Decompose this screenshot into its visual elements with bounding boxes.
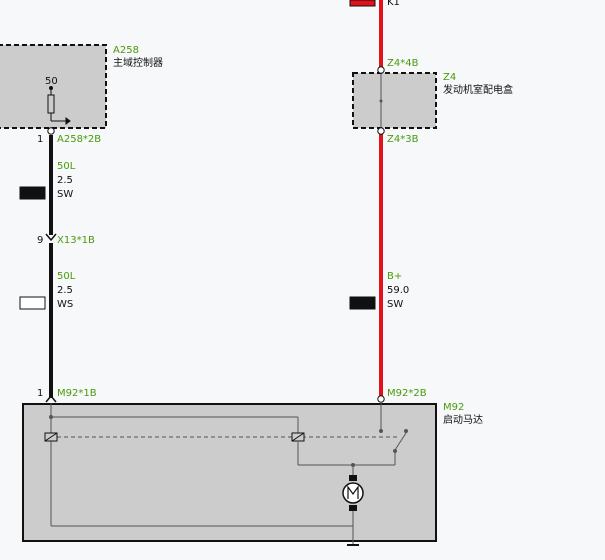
a258-switch-symbol — [47, 86, 71, 125]
wire1-color-swatch — [19, 186, 46, 200]
top-pin-label: K1 — [387, 0, 400, 8]
m92-id-label: M92 — [443, 402, 464, 413]
m92-2b-pin[interactable] — [377, 395, 385, 403]
wire1-signal: 50L — [57, 161, 76, 172]
a258-2b-pin[interactable] — [47, 127, 55, 135]
z4-4b-pin[interactable] — [377, 66, 385, 74]
x13-1b-label: X13*1B — [57, 235, 95, 246]
z4-id-label: Z4 — [443, 72, 456, 83]
z4-name-label: 发动机室配电盒 — [443, 83, 513, 96]
m92-name-label: 启动马达 — [443, 413, 483, 426]
z4-component[interactable] — [352, 72, 437, 129]
wire3-gauge: 59.0 — [387, 285, 409, 296]
m92-component[interactable] — [22, 403, 437, 542]
m92-1b-label: M92*1B — [57, 388, 97, 399]
motor-icon — [342, 475, 364, 511]
wire2-color: WS — [57, 299, 73, 310]
z4-4b-label: Z4*4B — [387, 58, 419, 69]
z4-3b-label: Z4*3B — [387, 134, 419, 145]
a258-2b-label: A258*2B — [57, 134, 101, 145]
wire3-color: SW — [387, 299, 403, 310]
m92-internal-circuit — [49, 403, 408, 545]
z4-internal-dot — [379, 99, 383, 103]
top-fuse-stub[interactable] — [349, 0, 376, 7]
wire2-color-swatch — [19, 296, 46, 310]
wire3-color-swatch — [349, 296, 376, 310]
relay-coil-left — [44, 432, 58, 442]
wire1-gauge: 2.5 — [57, 175, 73, 186]
a258-2b-pin-number: 1 — [37, 134, 43, 145]
wire2-gauge: 2.5 — [57, 285, 73, 296]
m92-1b-connector[interactable] — [45, 394, 57, 403]
wire3-signal: B+ — [387, 271, 402, 282]
x13-1b-pin-number: 9 — [37, 235, 43, 246]
relay-coil-right — [291, 432, 305, 442]
a258-id-label: A258 — [113, 45, 139, 56]
x13-1b-connector[interactable] — [45, 233, 57, 242]
z4-3b-pin[interactable] — [377, 127, 385, 135]
m92-2b-label: M92*2B — [387, 388, 427, 399]
a258-name-label: 主域控制器 — [113, 56, 163, 69]
wire2-signal: 50L — [57, 271, 76, 282]
wire1-color: SW — [57, 189, 73, 200]
m92-1b-pin-number: 1 — [37, 388, 43, 399]
a258-inner-label: 50 — [45, 76, 58, 87]
